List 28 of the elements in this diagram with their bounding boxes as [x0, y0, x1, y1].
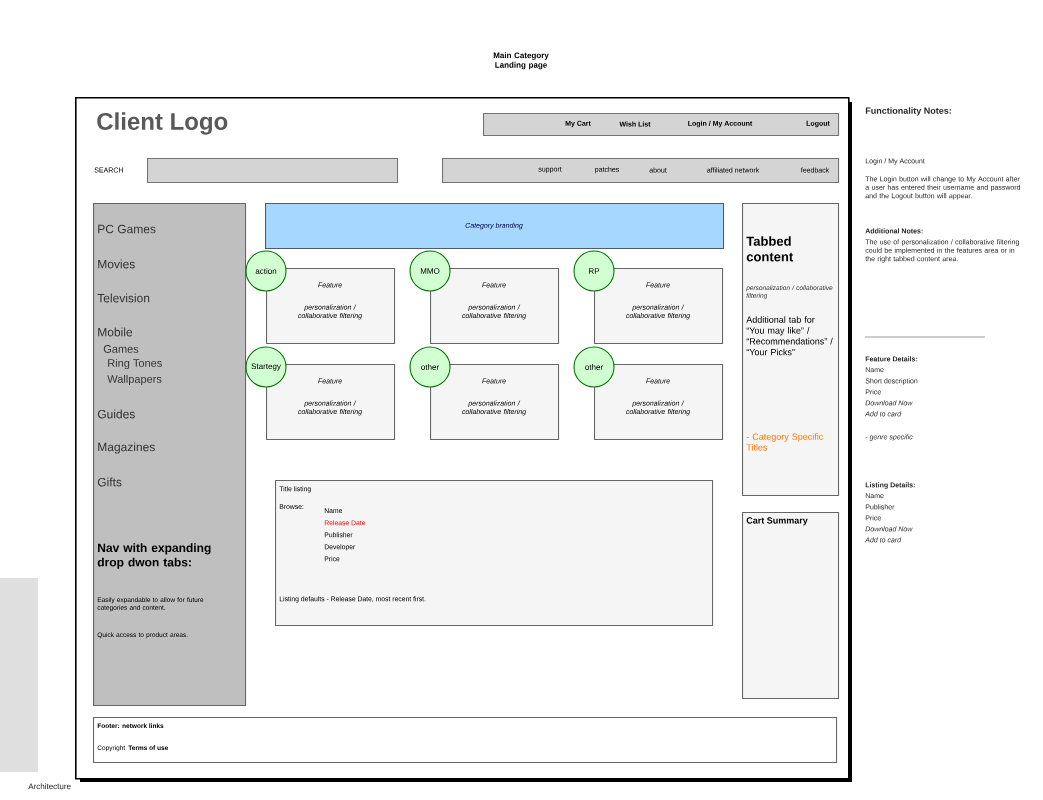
listing-panel: [275, 480, 714, 627]
nav-item: Ring Tones: [108, 358, 162, 370]
nav-item: Magazines: [98, 442, 155, 454]
top-nav-bar: [483, 113, 840, 137]
tabbed-panel: [742, 203, 840, 497]
nav-item: Television: [97, 293, 150, 303]
nav-item: Guides: [97, 409, 135, 419]
nav-item: Wallpapers: [107, 374, 162, 386]
panel-heading: Cart Summary: [746, 517, 808, 526]
footer-caption: Architecture: [28, 783, 71, 790]
nav-item: PC Games: [98, 224, 156, 234]
search-field: [94, 158, 399, 184]
footer-bar: [93, 717, 838, 764]
secondary-nav-bar: [442, 158, 840, 184]
nav-heading: Nav with expanding drop dwon tabs:: [97, 543, 211, 569]
nav-panel: [93, 203, 247, 707]
notes-heading: Functionality Notes:: [865, 107, 951, 116]
panel-note: Additional tab for “You may like” / “Recommendations” / “Your Picks”: [746, 316, 833, 356]
nav-item: Games: [103, 345, 139, 353]
nav-item: Gifts: [97, 477, 122, 487]
site-heading: Client Logo: [97, 112, 228, 135]
panel-link: - Category Specific Titles: [746, 433, 824, 451]
nav-item: Mobile: [98, 327, 133, 337]
page-title: Main Category Landing page: [493, 52, 549, 70]
branding-banner: [265, 203, 725, 250]
panel-heading: Tabbed content: [746, 236, 794, 262]
cart-panel: [742, 512, 840, 700]
nav-item: Movies: [98, 259, 135, 269]
